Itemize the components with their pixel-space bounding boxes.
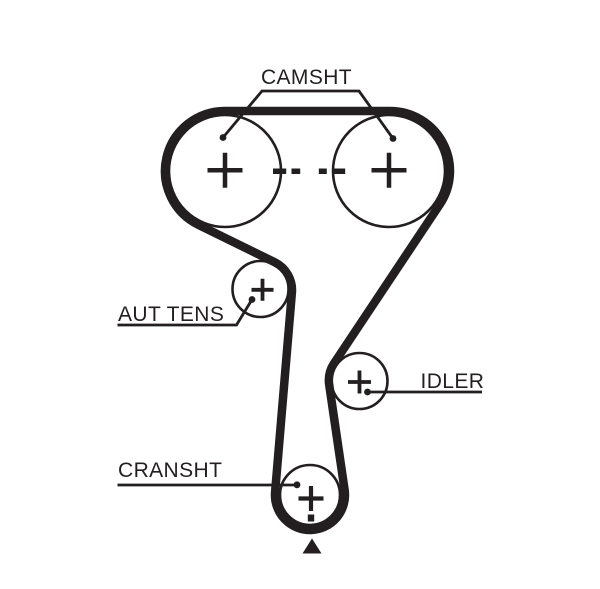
camshaft-leader-bracket: [221, 89, 395, 140]
leader-lines: [117, 89, 482, 487]
leader-dot-camshaft-right: [389, 135, 397, 142]
plus-marker-tensioner: [251, 278, 274, 301]
camshaft-label: CAMSHT: [261, 66, 352, 89]
plus-marker-camshaft-right: [371, 152, 407, 188]
leader-end-dots: [219, 134, 397, 489]
pulley-center-markers: [207, 152, 407, 522]
leader-dot-tensioner: [248, 296, 256, 303]
leader-dot-idler: [364, 388, 371, 396]
crankshaft-pulley: [278, 463, 342, 527]
leader-dot-crankshaft: [293, 481, 301, 489]
idler-label: IDLER: [421, 370, 485, 393]
alignment-arrow-icon: [302, 538, 322, 554]
tensioner-label: AUT TENS: [118, 303, 224, 326]
plus-marker-crankshaft: [298, 486, 324, 511]
belt-path: [160, 106, 455, 535]
belt: [160, 106, 455, 535]
tensioner-leader-line: [117, 298, 254, 327]
plus-marker-camshaft-left: [207, 152, 243, 188]
diagram-labels: CAMSHT AUT TENS IDLER CRANSHT: [118, 66, 484, 482]
crankshaft-label: CRANSHT: [118, 459, 222, 482]
plus-marker-idler: [348, 370, 371, 394]
leader-dot-camshaft-left: [219, 134, 227, 141]
